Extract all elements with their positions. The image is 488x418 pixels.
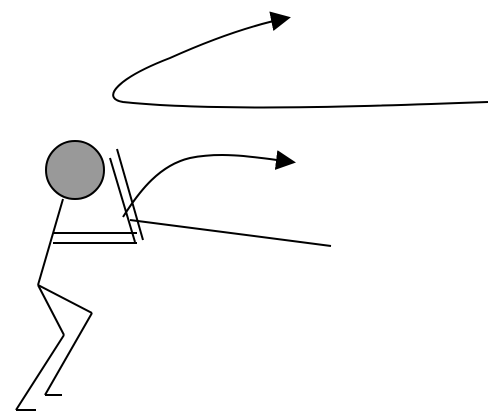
lower-arrow-icon xyxy=(123,155,292,217)
upper-arrow-icon xyxy=(113,18,488,107)
head-circle-icon xyxy=(46,141,104,199)
extension-line xyxy=(130,220,331,246)
